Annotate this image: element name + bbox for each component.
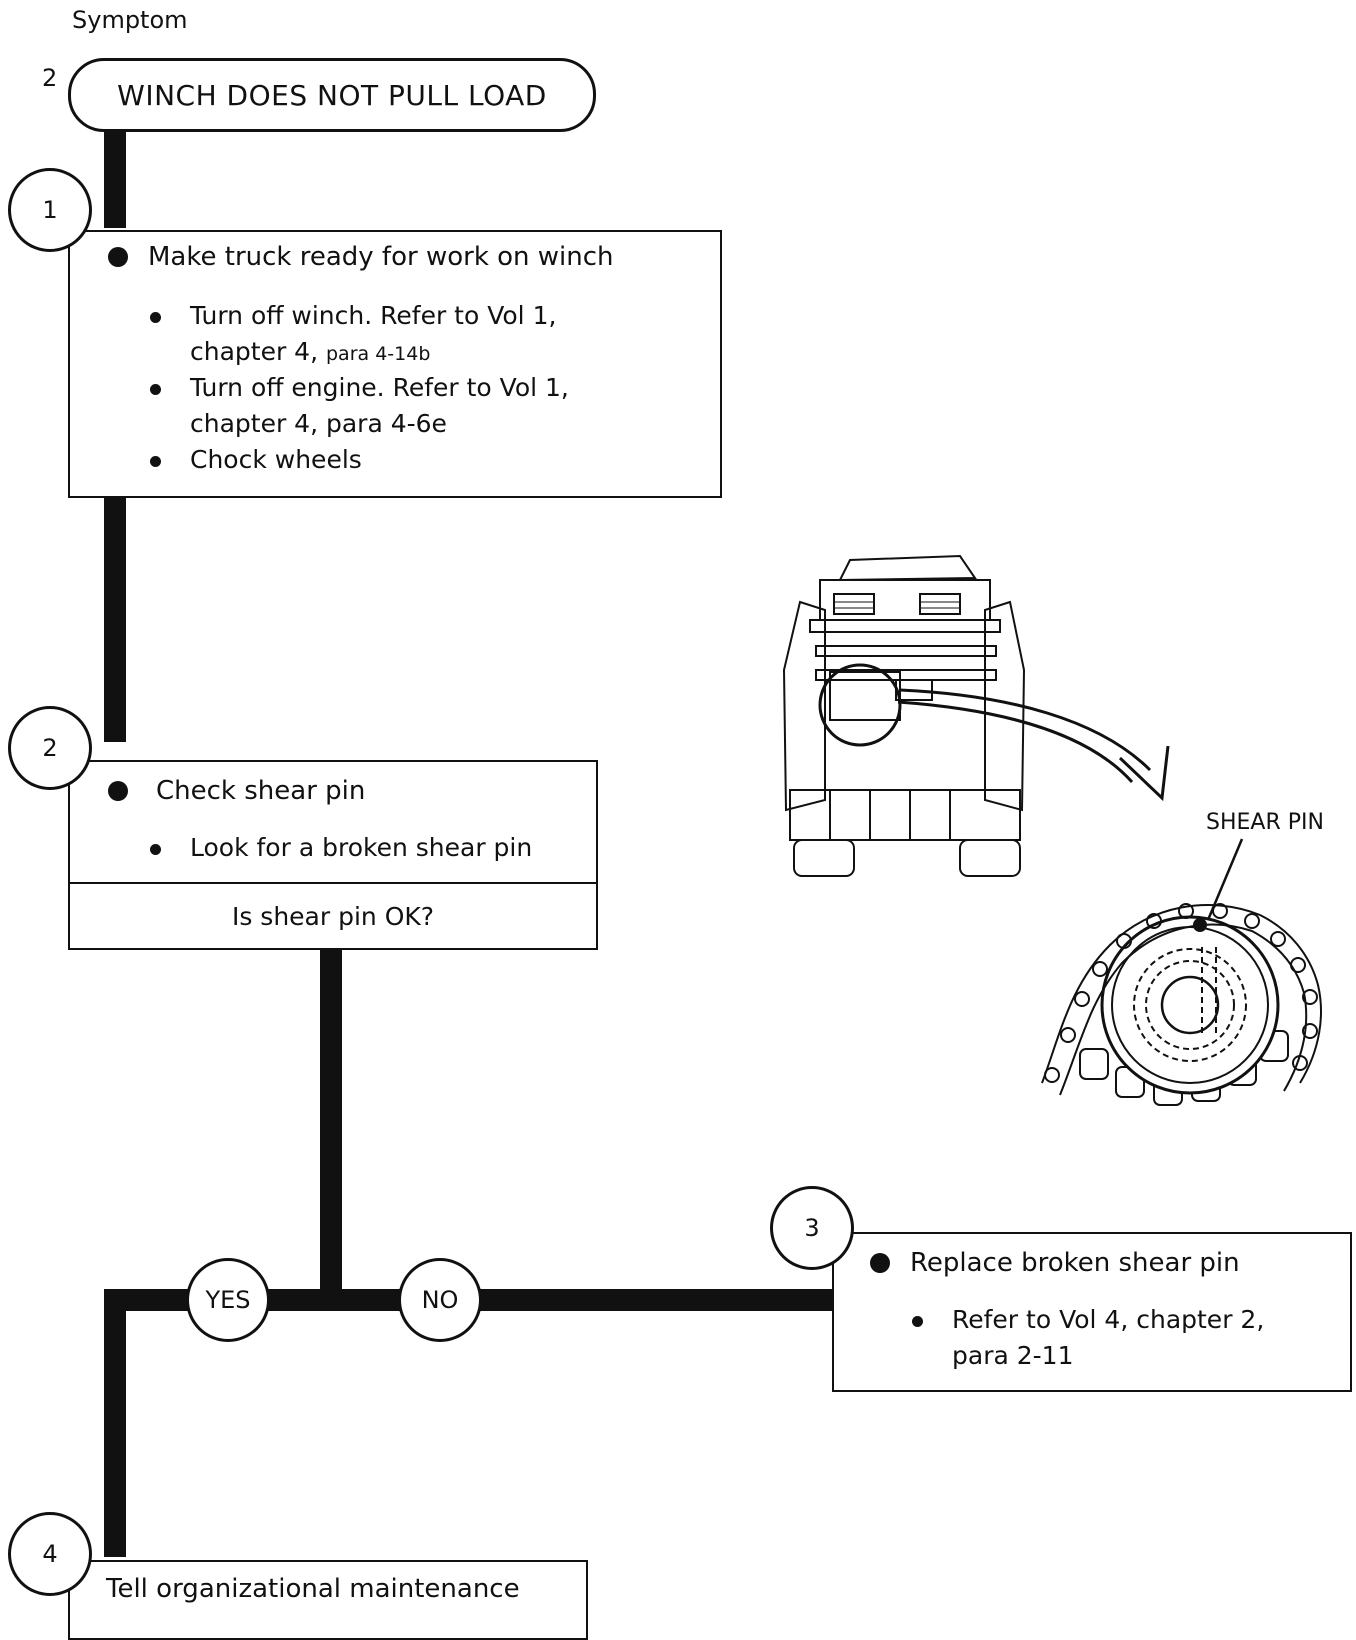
step3-item-line2: para 2-11 bbox=[952, 1341, 1074, 1370]
bullet-icon bbox=[150, 312, 161, 323]
step2-main-text: Check shear pin bbox=[156, 776, 366, 806]
no-branch-circle: NO bbox=[398, 1258, 482, 1342]
step3-box bbox=[832, 1232, 1352, 1392]
bullet-icon bbox=[870, 1253, 890, 1273]
step3-item: Refer to Vol 4, chapter 2, para 2-11 bbox=[912, 1302, 1264, 1374]
step1-item-2-line2: chapter 4, para 4-6e bbox=[190, 409, 447, 438]
step3-number-circle: 3 bbox=[770, 1186, 854, 1270]
step3-main-text: Replace broken shear pin bbox=[910, 1248, 1240, 1278]
bullet-icon bbox=[912, 1316, 923, 1327]
step1-item-1-line2b: para 4-14b bbox=[326, 343, 431, 365]
shear-pin-detail bbox=[1041, 838, 1322, 1106]
step4-number-circle: 4 bbox=[8, 1512, 92, 1596]
step1-item-1-line1: Turn off winch. Refer to Vol 1, bbox=[190, 301, 557, 330]
step1-main-action: Make truck ready for work on winch bbox=[108, 242, 614, 272]
bullet-icon bbox=[108, 781, 128, 801]
step1-item-3: Chock wheels bbox=[150, 442, 362, 478]
step2-item: Look for a broken shear pin bbox=[150, 830, 532, 866]
step3-main-action: Replace broken shear pin bbox=[870, 1248, 1240, 1278]
symptom-number: 2 bbox=[42, 64, 58, 92]
step3-item-line1: Refer to Vol 4, chapter 2, bbox=[952, 1305, 1265, 1334]
step2-main-action: Check shear pin bbox=[108, 776, 365, 806]
step1-main-text: Make truck ready for work on winch bbox=[148, 242, 614, 272]
flow-line-question-down bbox=[320, 920, 342, 1300]
step2-question: Is shear pin OK? bbox=[231, 901, 435, 931]
shear-pin-callout: SHEAR PIN bbox=[1206, 810, 1324, 835]
step2-number-circle: 2 bbox=[8, 706, 92, 790]
step1-item-3-line1: Chock wheels bbox=[190, 445, 362, 474]
step4-text: Tell organizational maintenance bbox=[106, 1574, 520, 1604]
step2-question-box bbox=[68, 882, 598, 950]
bullet-icon bbox=[150, 456, 161, 467]
yes-branch-circle: YES bbox=[186, 1258, 270, 1342]
step1-item-1-line2a: chapter 4, bbox=[190, 337, 326, 366]
step1-number-circle: 1 bbox=[8, 168, 92, 252]
flow-line-top bbox=[104, 120, 126, 228]
step1-item-2-line1: Turn off engine. Refer to Vol 1, bbox=[190, 373, 569, 402]
step1-item-1: Turn off winch. Refer to Vol 1, chapter … bbox=[150, 298, 556, 372]
bullet-icon bbox=[150, 844, 161, 855]
symptom-label: Symptom bbox=[72, 6, 188, 34]
symptom-title: WINCH DOES NOT PULL LOAD bbox=[68, 58, 596, 132]
flow-line-yes-down bbox=[104, 1289, 126, 1557]
step1-item-2: Turn off engine. Refer to Vol 1, chapter… bbox=[150, 370, 569, 442]
step2-item-text: Look for a broken shear pin bbox=[190, 833, 533, 862]
flow-line-step1-step2 bbox=[104, 480, 126, 742]
step1-box bbox=[68, 230, 722, 498]
truck-illustration bbox=[782, 554, 1170, 877]
bullet-icon bbox=[150, 384, 161, 395]
bullet-icon bbox=[108, 247, 128, 267]
